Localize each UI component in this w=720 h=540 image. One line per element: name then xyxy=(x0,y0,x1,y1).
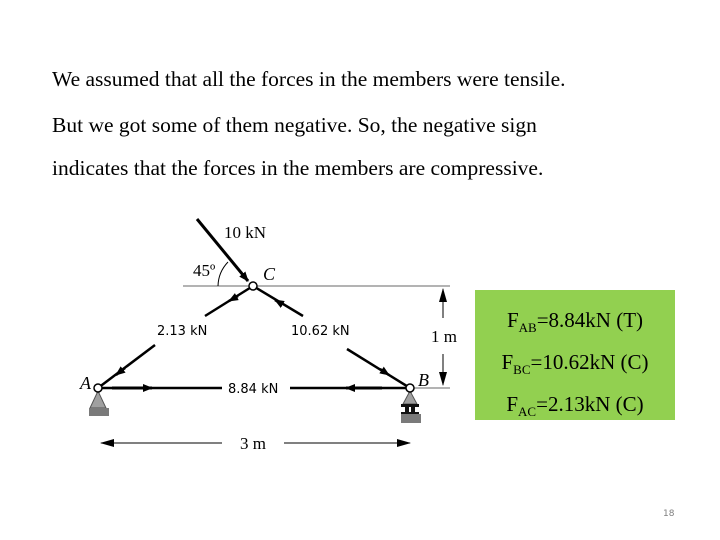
member-bc-lower xyxy=(346,347,411,390)
member-ac-arrow-icon xyxy=(228,293,239,303)
node-b-label: B xyxy=(418,370,429,390)
angle-label: 45º xyxy=(193,261,215,280)
results-box: FAB=8.84kN (T) FBC=10.62kN (C) FAC=2.13k… xyxy=(475,290,675,420)
node-b xyxy=(405,383,415,393)
result-value: =8.84kN (T) xyxy=(536,308,644,332)
result-symbol: F xyxy=(506,392,519,416)
result-value: =10.62kN (C) xyxy=(530,350,649,374)
member-bc-label: 10.62 kN xyxy=(291,324,350,339)
member-bc-arrow-icon xyxy=(274,298,285,308)
result-subscript: AB xyxy=(518,320,537,335)
node-a-label: A xyxy=(79,373,92,393)
node-c-label: C xyxy=(263,264,276,284)
body-text-line-1: We assumed that all the forces in the me… xyxy=(52,67,566,91)
roller-support-icon xyxy=(401,389,421,423)
member-bc-arrow-icon xyxy=(379,366,390,377)
member-ac-arrow-icon xyxy=(115,366,126,376)
load-label: 10 kN xyxy=(224,223,266,242)
member-ab-label: 8.84 kN xyxy=(228,382,278,397)
body-text-line-3: indicates that the forces in the members… xyxy=(52,156,544,180)
slide-number: 18 xyxy=(663,509,675,519)
result-fac: FAC=2.13kN (C) xyxy=(475,392,675,419)
result-subscript: BC xyxy=(513,362,531,377)
body-text-line-2: But we got some of them negative. So, th… xyxy=(52,113,537,137)
result-fab: FAB=8.84kN (T) xyxy=(475,308,675,335)
result-symbol: F xyxy=(501,350,514,374)
angle-arc-icon xyxy=(217,261,229,287)
member-ac-label: 2.13 kN xyxy=(157,324,207,339)
span-dimension-label: 3 m xyxy=(240,434,266,453)
result-symbol: F xyxy=(506,308,519,332)
result-subscript: AC xyxy=(518,404,537,419)
load-arrow-icon xyxy=(195,218,250,282)
pin-support-icon xyxy=(89,389,109,416)
result-fbc: FBC=10.62kN (C) xyxy=(475,350,675,377)
member-ac-lower xyxy=(97,344,156,389)
node-c xyxy=(248,281,258,291)
height-dimension-label: 1 m xyxy=(431,327,457,346)
result-value: =2.13kN (C) xyxy=(536,392,644,416)
node-a xyxy=(93,383,103,393)
